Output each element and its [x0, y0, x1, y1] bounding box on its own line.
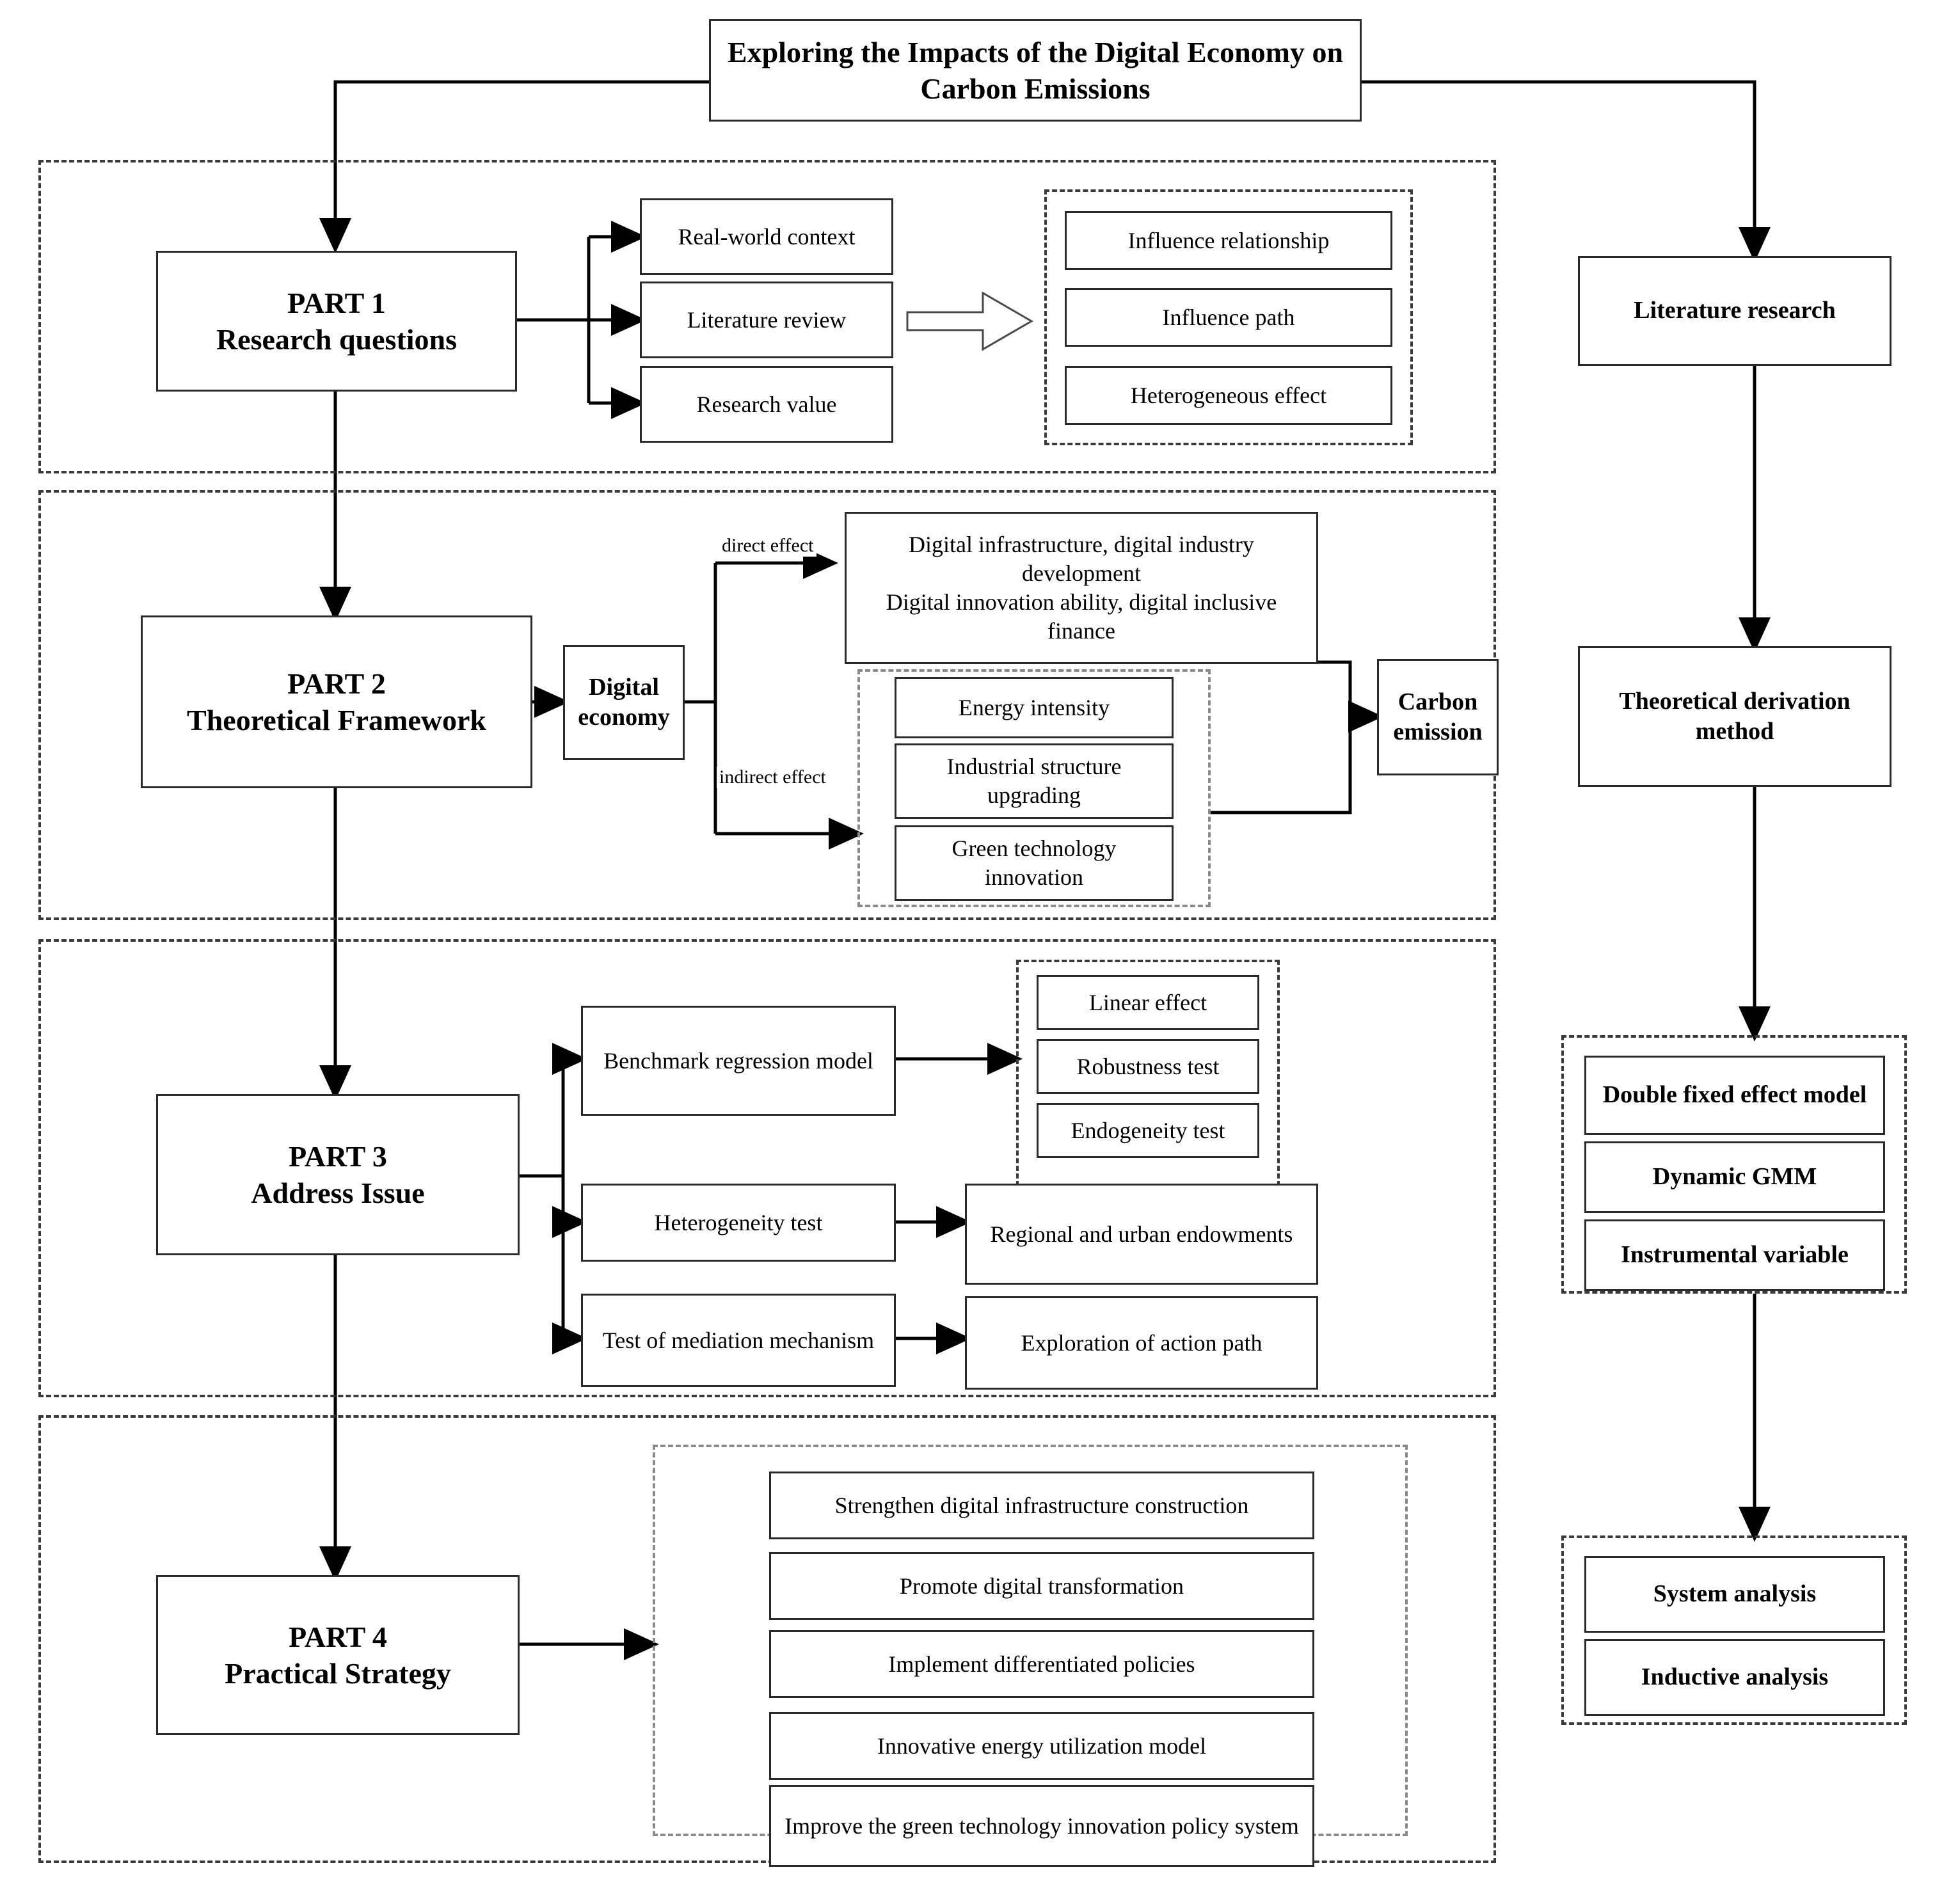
- part3-heading-line1: PART 3: [289, 1139, 387, 1173]
- part1-group: [38, 160, 1496, 473]
- method-instrumental-variable[interactable]: Instrumental variable: [1584, 1219, 1885, 1291]
- part3-result-exploration-of-action-path[interactable]: Exploration of action path: [965, 1296, 1318, 1390]
- part1-outcome-heterogeneous-effect[interactable]: Heterogeneous effect: [1065, 366, 1392, 425]
- part4-group: [38, 1415, 1496, 1863]
- part3-method-heterogeneity-test[interactable]: Heterogeneity test: [581, 1184, 896, 1262]
- part4-strategy-1[interactable]: Strengthen digital infrastructure constr…: [769, 1472, 1314, 1539]
- methods-models-group: [1561, 1035, 1907, 1294]
- part2-mediators-group: [857, 669, 1211, 907]
- part2-digital-economy-box[interactable]: Digital economy: [563, 645, 685, 760]
- part1-header-box[interactable]: PART 1 Research questions: [156, 251, 517, 392]
- part3-group: [38, 939, 1496, 1397]
- part3-result-robustness-test[interactable]: Robustness test: [1037, 1039, 1259, 1094]
- part2-mediator-energy-intensity[interactable]: Energy intensity: [895, 677, 1174, 738]
- part1-heading-line2: Research questions: [216, 323, 458, 356]
- method-dynamic-gmm[interactable]: Dynamic GMM: [1584, 1141, 1885, 1213]
- direct-box-line4: finance: [1047, 618, 1115, 644]
- part2-mediator-industrial-structure-upgrading[interactable]: Industrial structure upgrading: [895, 743, 1174, 819]
- direct-box-line2: development: [1022, 560, 1141, 586]
- part4-strategy-3[interactable]: Implement differentiated policies: [769, 1630, 1314, 1698]
- part2-header-box[interactable]: PART 2 Theoretical Framework: [141, 615, 532, 788]
- edge-label-indirect-effect: indirect effect: [717, 766, 829, 788]
- part4-heading-line1: PART 4: [289, 1620, 387, 1653]
- part1-outcome-influence-path[interactable]: Influence path: [1065, 288, 1392, 347]
- part4-header-box[interactable]: PART 4 Practical Strategy: [156, 1575, 520, 1735]
- part1-step-real-world-context[interactable]: Real-world context: [640, 198, 893, 275]
- part2-heading-line2: Theoretical Framework: [187, 704, 486, 736]
- method-system-analysis[interactable]: System analysis: [1584, 1556, 1885, 1633]
- part2-heading-line1: PART 2: [287, 667, 386, 700]
- part3-result-linear-effect[interactable]: Linear effect: [1037, 975, 1259, 1030]
- part1-step-literature-review[interactable]: Literature review: [640, 282, 893, 358]
- part1-step-research-value[interactable]: Research value: [640, 366, 893, 443]
- part3-result-regional-and-urban-endowments[interactable]: Regional and urban endowments: [965, 1184, 1318, 1285]
- direct-box-line3: Digital innovation ability, digital incl…: [886, 589, 1277, 615]
- part1-heading-line1: PART 1: [287, 286, 386, 319]
- part3-method-benchmark-regression-model[interactable]: Benchmark regression model: [581, 1006, 896, 1116]
- edge-label-direct-effect: direct effect: [719, 535, 816, 557]
- part4-heading-line2: Practical Strategy: [225, 1657, 451, 1690]
- part1-outcome-influence-relationship[interactable]: Influence relationship: [1065, 211, 1392, 270]
- part4-strategy-4[interactable]: Innovative energy utilization model: [769, 1712, 1314, 1780]
- part4-strategy-2[interactable]: Promote digital transformation: [769, 1552, 1314, 1620]
- method-inductive-analysis[interactable]: Inductive analysis: [1584, 1639, 1885, 1716]
- direct-box-line1: Digital infrastructure, digital industry: [909, 532, 1254, 557]
- part2-direct-effect-box[interactable]: Digital infrastructure, digital industry…: [845, 512, 1318, 664]
- part3-header-box[interactable]: PART 3 Address Issue: [156, 1094, 520, 1255]
- method-theoretical-derivation-box[interactable]: Theoretical derivation method: [1578, 646, 1891, 787]
- methods-analysis-group: [1561, 1535, 1907, 1725]
- part3-result-endogeneity-test[interactable]: Endogeneity test: [1037, 1103, 1259, 1158]
- part2-carbon-emission-box[interactable]: Carbon emission: [1377, 659, 1499, 775]
- part4-strategy-5[interactable]: Improve the green technology innovation …: [769, 1785, 1314, 1867]
- diagram-title: Exploring the Impacts of the Digital Eco…: [709, 19, 1362, 122]
- part1-outcomes-group: [1044, 189, 1413, 445]
- part3-heading-line2: Address Issue: [251, 1177, 425, 1209]
- part3-method-test-of-mediation-mechanism[interactable]: Test of mediation mechanism: [581, 1294, 896, 1387]
- method-double-fixed-effect-model[interactable]: Double fixed effect model: [1584, 1056, 1885, 1135]
- block-arrow-icon: [906, 291, 1033, 351]
- method-literature-research-box[interactable]: Literature research: [1578, 256, 1891, 366]
- part2-mediator-green-technology-innovation[interactable]: Green technology innovation: [895, 825, 1174, 901]
